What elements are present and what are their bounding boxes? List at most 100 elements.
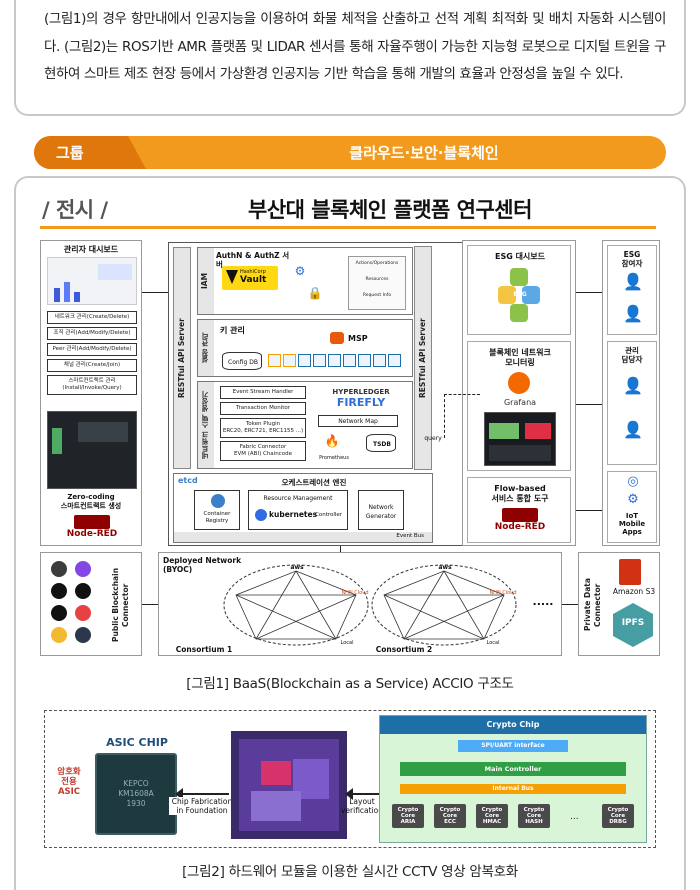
crypto-core: Crypto Core HMAC [476,804,508,828]
lock-icon: 🔒 [307,286,323,300]
hyperledger-label: HYPERLEDGER [332,388,390,396]
left-api-server: RESTful API Server [173,247,191,469]
query-dashed-line [444,394,480,438]
nhn-cloud-label: NHN Cloud [341,590,369,596]
s3-icon [619,559,641,585]
blockchain-icon [75,605,91,621]
auth-server-title: AuthN & AuthZ 서버 [216,251,290,269]
blockchain-icon [51,605,67,621]
query-label: query [424,435,442,442]
main-controller: Main Controller [400,762,626,776]
network-stack-item: Fabric Connector EVM (ABI) Chaincode [220,441,306,461]
dashboard-screenshot [47,257,137,305]
config-db: Config DB [222,352,262,370]
dashboard-title: 관리자 대시보드 [63,245,119,254]
key-icon [388,354,401,367]
container-registry-box: Container Registry [194,490,240,530]
intro-paragraph: (그림1)의 경우 항만내에서 인공지능을 이용하여 화물 체적을 산출하고 선… [44,11,666,82]
vault-top-label: HashiCorp [240,269,266,275]
etcd-label: etcd [178,476,198,485]
layout-label: Layout verification [340,797,384,815]
deployed-network-title: Deployed Network (BYOC) [163,556,242,574]
admin-users: 관리 담당자 👤 👤 [607,341,657,465]
grafana-icon [508,372,530,394]
private-connector-label: Private Data Connector [583,578,602,632]
orchestration-title: 오케스트레이션 엔진 [281,478,347,487]
dashboard-menu-item: 스마트컨트랙트 관리 (Install/Invoke/Query) [47,375,137,395]
node-red-label: Node-RED [66,529,118,539]
dashboard-menu-item: 네트워크 관리(Create/Delete) [47,311,137,324]
band-left-tab [34,136,146,169]
person-icon: 👤 [623,420,643,439]
network-map-label: Network Map [338,418,378,425]
connector-line [340,546,341,556]
blockchain-icon [51,561,67,577]
esg-participants: ESG 참여자 👤 👤 [607,245,657,335]
esg-dashboard: ESG 대시보드 ESG [467,245,571,335]
iot-apps: ◎ ⚙ IoT Mobile Apps [607,471,657,543]
blockchain-icon [51,583,67,599]
container-registry-label: Container Registry [203,511,231,524]
spi-interface: SPI/UART interface [458,740,568,752]
connector-line [576,404,602,405]
band-tag: 그룹 [56,144,84,162]
key-icon [328,354,341,367]
esg-center-label: ESG [513,291,527,298]
monitoring-block: 블록체인 네트워크 모니터링 Grafana [467,341,571,471]
kubernetes-sub-label: Controller [315,512,343,518]
arrowhead-left [175,788,183,800]
msp-label: MSP [348,334,368,343]
crypto-core: Crypto Core HASH [518,804,550,828]
category-band: 그룹 클라우드·보안·블록체인 [34,136,666,169]
right-services-column: ESG 대시보드 ESG 블록체인 네트워크 모니터링 Grafana Flow… [462,240,576,546]
chip-layout-image [231,731,347,839]
aws-label: aws [290,564,304,571]
dashboard-menu: 네트워크 관리(Create/Delete)조직 관리(Add/Modify/D… [47,311,137,398]
key-icon [283,354,296,367]
grafana-screenshot [484,412,556,466]
dashboard-menu-item: Peer 관리(Add/Modify/Delete) [47,343,137,356]
esg-participants-label: ESG 참여자 [621,250,643,268]
fab-label: Chip Fabrication in Foundation [169,797,235,815]
policy-line: Actions/Operations [355,261,399,266]
key-icon [298,354,311,367]
iam-block: IAM AuthN & AuthZ 서버 HashiCorp Vault ⚙ 🔒… [197,247,413,315]
people-icon: ⚙ [294,264,306,278]
tsdb-label: TSDB [373,441,391,448]
blockchain-icon [75,627,91,643]
exhibit-label: / 전시 / [42,198,108,222]
person-icon: 👤 [623,272,643,291]
connector-line [562,604,578,605]
connector-line [142,292,168,293]
admin-users-label: 관리 담당자 [621,346,643,364]
nhn-cloud-label: NHN Cloud [489,590,517,596]
esg-hex-icons: ESG [498,268,542,330]
network-generator-label: Network Generator [365,504,397,520]
orchestration-block: etcd 오케스트레이션 엔진 Container Registry Resou… [173,473,433,543]
connector-line [576,292,602,293]
figure-1-diagram: 관리자 대시보드 네트워크 관리(Create/Delete)조직 관리(Add… [40,240,660,658]
crypto-core: Crypto Core ECC [434,804,466,828]
event-bus: Event Bus [174,532,432,542]
ipfs-label: IPFS [621,618,645,628]
crypto-core: Crypto Core DRBG [602,804,634,828]
person-icon: 👤 [623,304,643,323]
key-management-title: 키 관리 [220,326,245,335]
public-connector-label: Public Blockchain Connector [111,567,130,643]
esg-dashboard-title: ESG 대시보드 [494,252,546,261]
aws-label: aws [438,564,452,571]
flow-node-red-label: Node-RED [494,522,546,532]
grafana-label: Grafana [503,398,537,407]
zero-coding-label: Zero-coding 스마트컨트랙트 생성 [60,493,122,510]
public-blockchain-connector: Public Blockchain Connector [40,552,142,656]
consortium-2-label: Consortium 2 [375,645,433,654]
resource-management-box: Resource Management kubernetes Controlle… [248,490,348,530]
admin-dashboard: 관리자 대시보드 네트워크 관리(Create/Delete)조직 관리(Add… [40,240,142,546]
config-label: 설정 관리 [198,320,214,376]
internal-bus: Internal Bus [400,784,626,794]
network-stack-label: 네트워크 스택 생성기 [198,382,214,468]
private-data-connector: Private Data Connector Amazon S3 IPFS [578,552,660,656]
